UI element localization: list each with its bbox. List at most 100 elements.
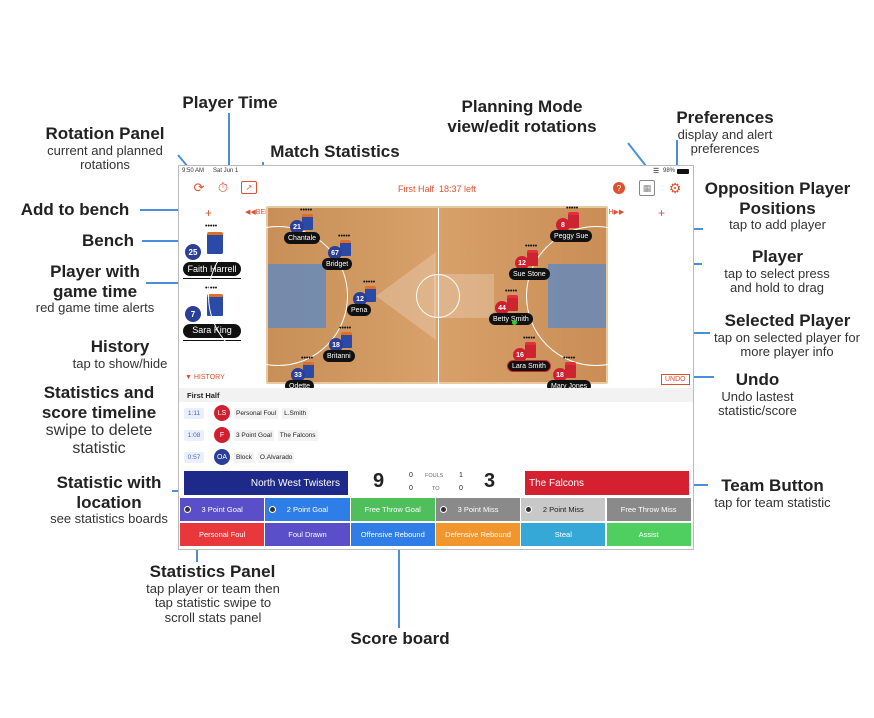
status-battery: 98% [663,168,676,174]
callout-title: Statistics Panel [149,562,276,581]
player-time-icon[interactable]: ⏱ [217,180,229,195]
stat-button[interactable]: Free Throw Miss [606,498,691,521]
callout-line [228,113,230,165]
home-player-name[interactable]: Pena [347,304,372,316]
home-team-button[interactable]: North West Twisters [184,471,348,495]
undo-button[interactable]: UNDO [661,374,690,385]
callout-subtitle: tap to select press and hold to drag [724,265,830,296]
player-number: 18 [553,368,567,382]
player-number: 12 [353,292,367,306]
history-time: 1:11 [184,407,204,419]
stat-button[interactable]: Assist [606,523,691,546]
away-to: 0 [459,485,463,492]
history-player-badge: LS [214,405,230,421]
game-clock: First Half 18:37 left [179,184,693,194]
callout-title: Player Time [182,93,278,112]
planning-mode-icon[interactable]: ▦ [639,180,655,196]
stat-button[interactable]: Foul Drawn [265,523,350,546]
rotation-icon[interactable]: ⟳ [193,180,205,195]
app-screen: 9:50 AM Sat Jun 1 98% ☰ ⟳ ⏱ ↗ First Half… [178,165,694,550]
player-number: 12 [515,256,529,270]
home-player-name[interactable]: Bridget [322,258,353,270]
stat-button-label: Personal Foul [199,530,246,539]
callout-planning-mode: Planning Mode view/edit rotations [432,97,612,136]
callout-line [140,209,198,211]
to-label: TO [432,486,440,492]
away-player-name[interactable]: Sue Stone [509,268,550,280]
stat-button[interactable]: Free Throw Goal [350,498,435,521]
away-player-name[interactable]: Lara Smith [507,360,551,372]
callout-title: Score board [350,629,450,648]
add-opposition-button[interactable]: + [658,206,666,220]
player-energy-dots: ••••• [363,279,376,286]
player-energy-dots: ••••• [525,243,538,250]
callout-title: Add to bench [20,200,130,219]
home-player-name[interactable]: Britanni [323,350,355,362]
selected-indicator [512,320,517,325]
player-energy-dots: ••••• [300,207,313,214]
jersey-icon [525,342,536,358]
away-player-name[interactable]: Betty Smith [489,313,533,325]
stat-button[interactable]: 3 Point Miss [435,498,521,521]
callout-score-board: Score board [340,629,460,649]
away-player-name[interactable]: Peggy Sue [550,230,593,242]
game-time-bar [183,340,241,341]
home-player-name[interactable]: Chantale [284,232,321,244]
jersey-icon [303,362,314,378]
jersey-icon [302,214,313,230]
callout-title: Preferences [676,108,774,127]
stat-button[interactable]: Offensive Rebound [350,523,435,546]
callout-title: History [90,337,150,356]
stat-button[interactable]: Personal Foul [180,523,265,546]
jersey-icon [207,232,223,254]
callout-title: Statistics and score timeline [41,383,157,422]
callout-title: Selected Player [724,311,851,330]
callout-subtitle: swipe to delete statistic [45,422,153,458]
help-icon[interactable]: ? [613,182,625,194]
callout-title: Undo [735,370,780,389]
stat-button[interactable]: 3 Point Goal [180,498,265,521]
wifi-icon: ☰ [653,168,660,175]
callout-subtitle: tap to show/hide [72,355,168,371]
callout-line [146,282,178,284]
callout-match-statistics: Match Statistics [255,142,415,162]
stat-button-label: 3 Point Goal [201,505,243,514]
court-arrow-icon [376,252,436,340]
history-time: 0:57 [184,451,204,463]
stat-button[interactable]: Defensive Rebound [435,523,521,546]
callout-title: Planning Mode view/edit rotations [447,97,597,136]
callout-subtitle: tap player or team then tap statistic sw… [146,580,280,626]
history-toggle[interactable]: ▼ HISTORY [185,374,225,381]
stat-button-label: Defensive Rebound [445,530,511,539]
history-who: The Falcons [277,429,318,441]
court-three-right [526,226,666,366]
history-player-badge: F [214,427,230,443]
match-statistics-icon[interactable]: ↗ [241,181,257,194]
add-bench-button[interactable]: + [205,206,213,220]
callout-title: Rotation Panel [45,124,165,143]
stat-button-label: 3 Point Miss [457,505,499,514]
history-who: O.Alvarado [257,451,295,463]
player-number: 18 [329,338,343,352]
stat-button[interactable]: 2 Point Goal [265,498,350,521]
stat-button[interactable]: Steal [521,523,606,546]
battery-icon [677,169,689,174]
preferences-gear-icon[interactable]: ⚙ [668,179,682,196]
stat-button[interactable]: 2 Point Miss [521,498,606,521]
callout-line [142,240,180,242]
history-time: 1:08 [184,429,204,441]
callout-title: Player with game time [50,262,140,301]
away-team-button[interactable]: The Falcons [525,471,689,495]
jersey-icon [527,250,538,266]
away-fouls: 1 [459,472,463,479]
location-icon [184,506,191,513]
status-time: 9:50 AM [182,168,205,174]
